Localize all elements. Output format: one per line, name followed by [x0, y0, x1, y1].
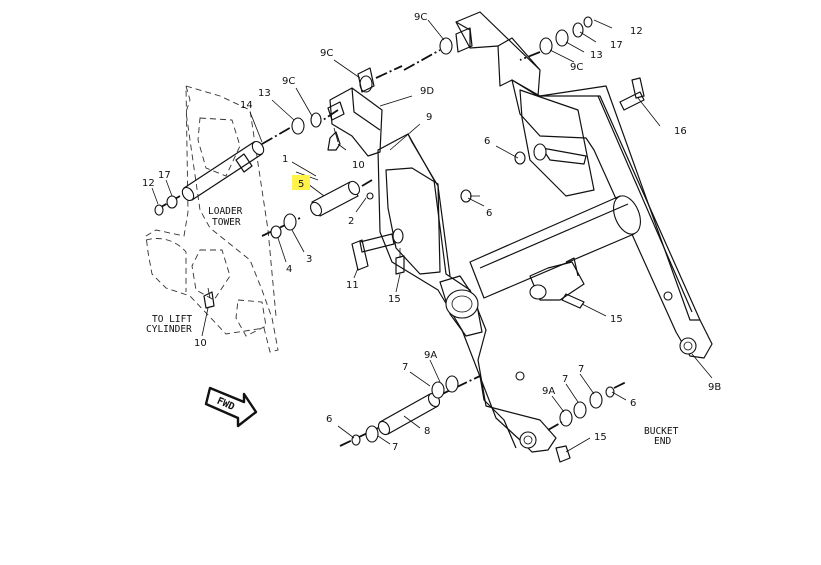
callout-10-top: 10: [352, 160, 365, 171]
loader-tower: [145, 85, 279, 353]
pin-5: [309, 180, 361, 217]
callout-1: 1: [282, 154, 288, 165]
callout-15-right: 15: [610, 314, 623, 325]
callout-numbers: 9C 12 17 13 9C 9C 9D 9 9C 14 13 16 6 6 1…: [142, 12, 721, 453]
callout-14: 14: [240, 100, 253, 111]
callout-15-mid: 15: [388, 294, 401, 305]
callout-6-mid: 6: [484, 136, 490, 147]
callout-9: 9: [426, 112, 432, 123]
callout-5-highlight: [292, 175, 310, 190]
lift-arm-frame: [329, 11, 713, 453]
callout-5: 5: [298, 179, 304, 190]
lift-cylinder-label-line1: TO LIFT: [152, 314, 192, 325]
bucket-end-label-line2: END: [654, 436, 671, 447]
lift-cylinder-label-line2: CYLINDER: [146, 324, 192, 335]
callout-9c-top: 9C: [414, 12, 427, 23]
callout-15-bottom: 15: [594, 432, 607, 443]
callout-10-bottom: 10: [194, 338, 207, 349]
callout-7-right: 7: [578, 364, 584, 375]
callout-7-mid: 7: [402, 362, 408, 373]
callout-3: 3: [306, 254, 312, 265]
callout-11: 11: [346, 280, 359, 291]
callout-9c-top-right: 9C: [570, 62, 583, 73]
callout-9c-left: 9C: [282, 76, 295, 87]
loader-tower-label-line2: TOWER: [212, 217, 241, 228]
callout-16: 16: [674, 126, 687, 137]
callout-17-top-right: 17: [610, 40, 623, 51]
callout-12-left: 12: [142, 178, 155, 189]
callout-9d: 9D: [420, 86, 434, 97]
callout-6-right: 6: [486, 208, 492, 219]
callout-7-bottom: 7: [392, 442, 398, 453]
callout-17-left: 17: [158, 170, 171, 181]
hardware: [154, 16, 645, 463]
callout-9a-mid: 9A: [424, 350, 437, 361]
callout-9b: 9B: [708, 382, 721, 393]
loader-tower-label-line1: LOADER: [208, 206, 243, 217]
callout-9a-right: 9A: [542, 386, 555, 397]
callout-2: 2: [348, 216, 354, 227]
pin-14: [181, 140, 265, 202]
callout-6-bottom-left: 6: [326, 414, 332, 425]
bucket-end-label-line1: BUCKET: [644, 426, 679, 437]
callout-13-top-right: 13: [590, 50, 603, 61]
callout-7-right-2: 7: [562, 374, 568, 385]
pin-8: [377, 392, 441, 436]
fwd-arrow-icon: FWD: [204, 386, 258, 428]
callout-4: 4: [286, 264, 292, 275]
callout-13-left: 13: [258, 88, 271, 99]
callout-9c-mid: 9C: [320, 48, 333, 59]
callout-8: 8: [424, 426, 430, 437]
leader-lines: [151, 19, 713, 453]
callout-6-bottom-right: 6: [630, 398, 636, 409]
callout-12-top-right: 12: [630, 26, 643, 37]
